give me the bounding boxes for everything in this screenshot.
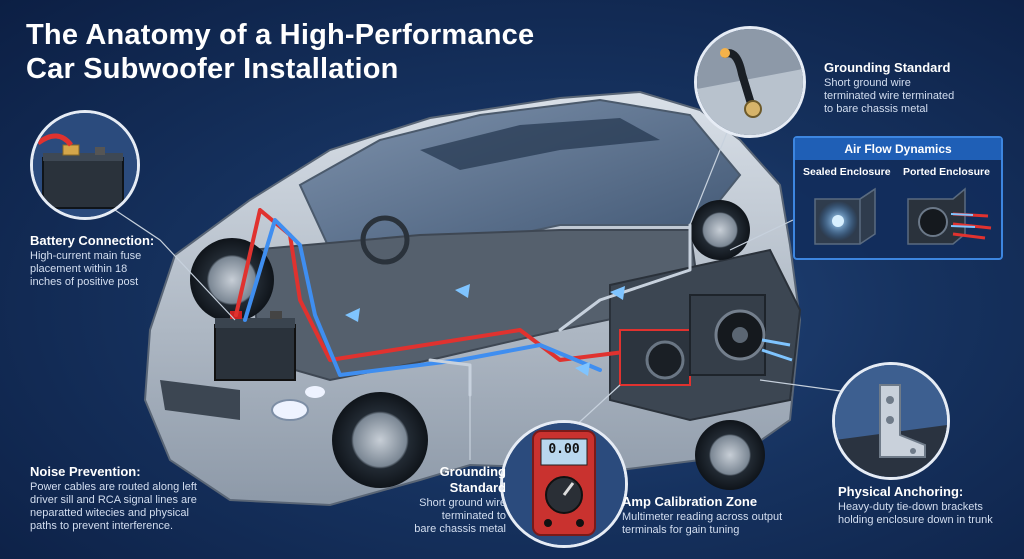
callout-text: paths to prevent interference. <box>30 520 174 532</box>
ported-enclosure-icon <box>907 187 992 245</box>
callout-text: terminated to <box>441 510 506 522</box>
car-icon <box>143 90 802 507</box>
callout-grounding-bottom-heading-1: Grounding <box>439 464 506 479</box>
bracket-closeup <box>832 362 950 480</box>
callout-grounding-bottom-heading-2: Standard <box>449 480 506 495</box>
callout-grounding-bottom: Grounding Standard Short ground wire ter… <box>396 464 506 536</box>
callout-grounding-top: Grounding Standard Short ground wire ter… <box>824 60 1014 116</box>
airflow-title: Air Flow Dynamics <box>795 138 1001 160</box>
callout-text: Short ground wire <box>419 497 506 509</box>
grounding-closeup-top <box>694 26 806 138</box>
callout-noise: Noise Prevention: Power cables are route… <box>30 464 270 533</box>
multimeter-closeup: 0.00 <box>500 420 628 548</box>
callout-noise-heading: Noise Prevention: <box>30 464 141 479</box>
multimeter-icon <box>503 423 625 545</box>
callout-grounding-top-heading: Grounding Standard <box>824 60 951 75</box>
callout-text: Short ground wire <box>824 77 911 89</box>
page-title: The Anatomy of a High-Performance Car Su… <box>26 18 646 86</box>
callout-anchoring-heading: Physical Anchoring: <box>838 484 964 499</box>
wiring <box>234 208 692 397</box>
callout-text: terminated wire terminated <box>824 90 955 102</box>
callout-text: to bare chassis metal <box>824 103 928 115</box>
callout-text: Multimeter reading across output <box>622 511 783 523</box>
battery-icon <box>214 311 296 381</box>
front-left-wheel <box>190 238 274 322</box>
bracket-icon <box>835 365 947 477</box>
callout-text: terminals for gain tuning <box>622 524 740 536</box>
callout-text: neparatted witecies and physical <box>30 507 189 519</box>
callout-text: driver sill and RCA signal lines are <box>30 494 197 506</box>
sealed-enclosure-icon <box>814 187 876 245</box>
battery-closeup <box>30 110 140 220</box>
fuse-icon <box>33 113 137 217</box>
ground-wire-icon <box>697 29 803 135</box>
callout-text: holding enclosure down in trunk <box>838 514 993 526</box>
callout-amp: Amp Calibration Zone Multimeter reading … <box>622 494 822 537</box>
callout-text: High-current main fuse <box>30 250 142 262</box>
title-line-1: The Anatomy of a High-Performance <box>26 19 535 51</box>
multimeter-display: 0.00 <box>548 442 580 457</box>
sealed-enclosure-label: Sealed Enclosure <box>803 166 891 178</box>
rear-left-wheel <box>690 200 750 260</box>
callout-amp-heading: Amp Calibration Zone <box>622 494 758 509</box>
callout-text: Heavy-duty tie-down brackets <box>838 501 983 513</box>
callout-text: Power cables are routed along left <box>30 481 197 493</box>
rear-wheel <box>695 420 765 490</box>
amplifier-icon <box>619 329 691 386</box>
callout-text: inches of positive post <box>30 276 139 288</box>
callout-battery: Battery Connection: High-current main fu… <box>30 233 210 289</box>
callout-battery-heading: Battery Connection: <box>30 233 155 248</box>
airflow-panel: Air Flow Dynamics Sealed Enclosure Porte… <box>793 136 1003 260</box>
subwoofer-icon <box>689 294 766 376</box>
title-line-2: Car Subwoofer Installation <box>26 53 399 85</box>
callout-text: placement within 18 <box>30 263 128 275</box>
ported-enclosure-label: Ported Enclosure <box>903 166 990 178</box>
callout-text: bare chassis metal <box>414 523 506 535</box>
callout-anchoring: Physical Anchoring: Heavy-duty tie-down … <box>838 484 1020 527</box>
front-right-wheel <box>332 392 428 488</box>
